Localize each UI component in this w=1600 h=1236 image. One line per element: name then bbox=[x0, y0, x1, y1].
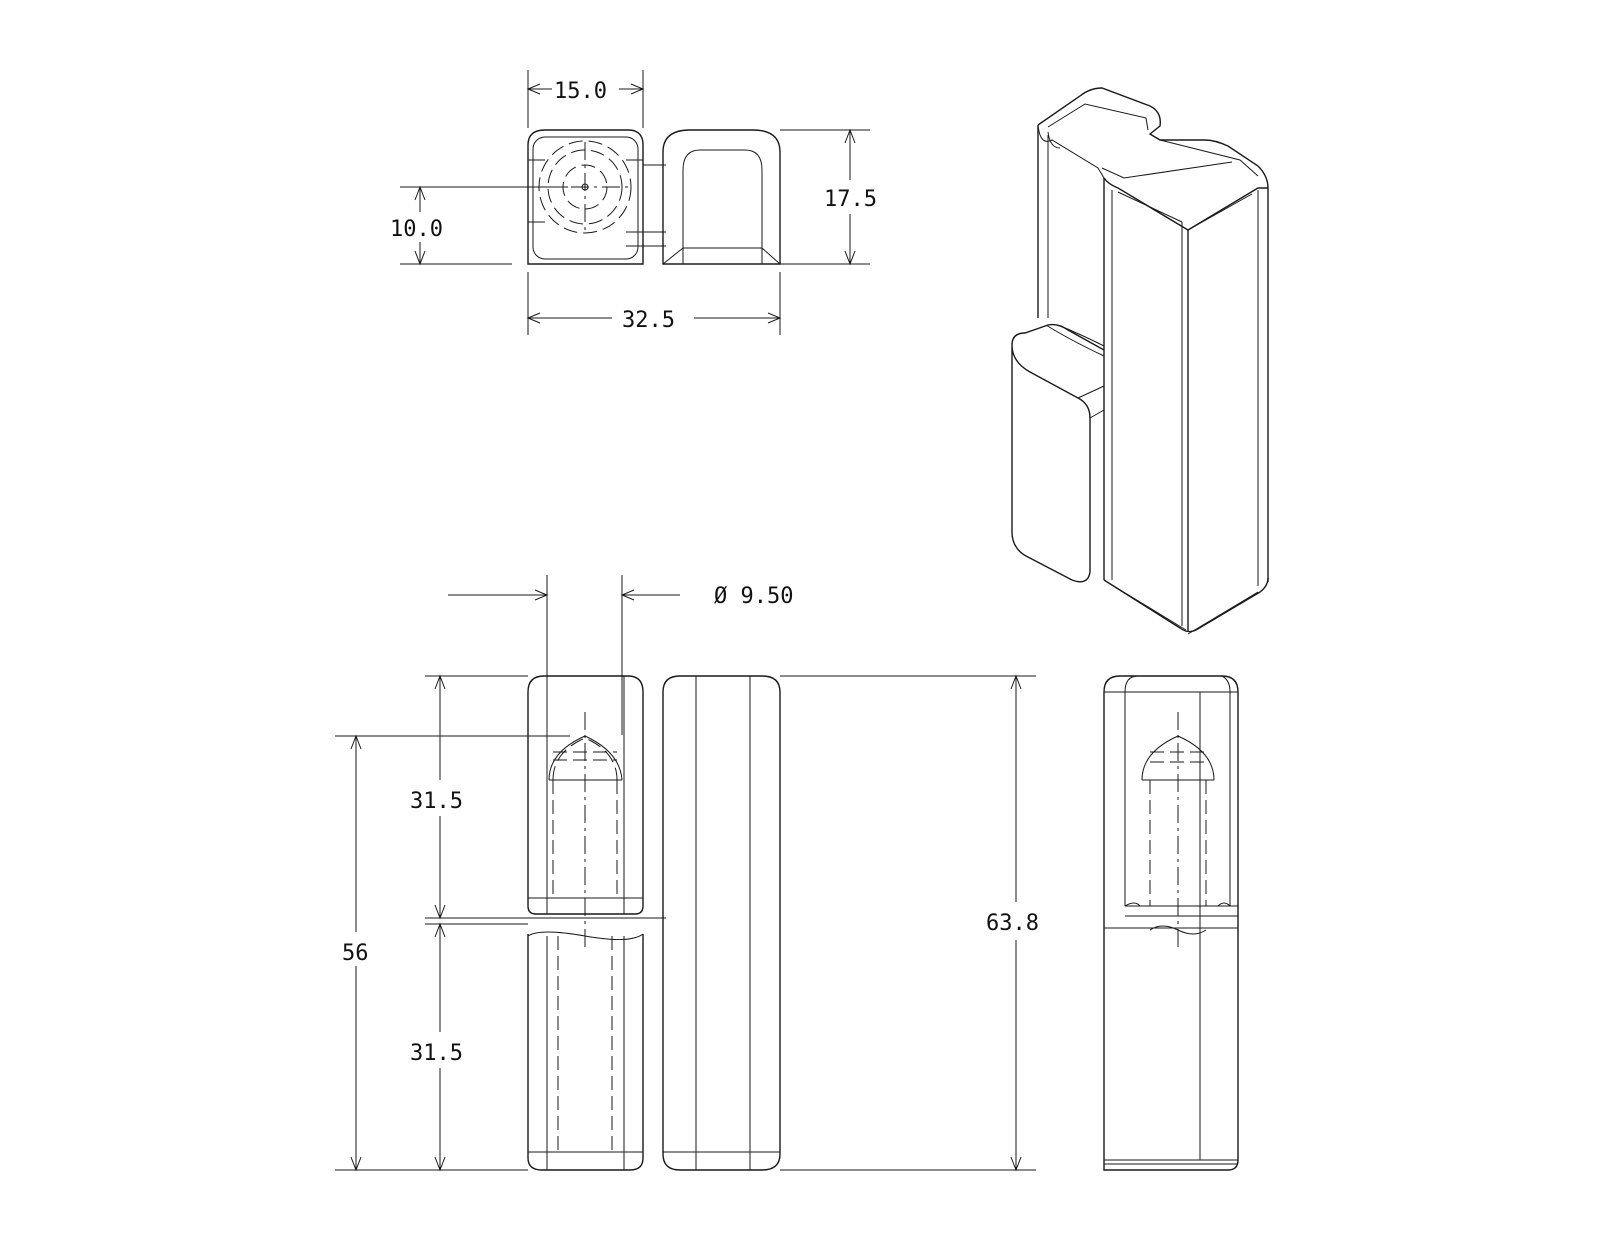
front-dimensions bbox=[335, 575, 1036, 1172]
dim-label-15: 15.0 bbox=[554, 79, 607, 104]
dim-label-32-5: 32.5 bbox=[622, 308, 675, 333]
dimension-labels: 15.0 17.5 10.0 32.5 Ø 9.50 31.5 31.5 56 … bbox=[336, 76, 1048, 1066]
dim-label-56: 56 bbox=[342, 941, 369, 966]
dim-label-63-8: 63.8 bbox=[986, 911, 1039, 936]
dim-label-17-5: 17.5 bbox=[824, 187, 877, 212]
top-view bbox=[527, 129, 781, 265]
dim-label-upper-31-5: 31.5 bbox=[410, 789, 463, 814]
dim-label-pin-diameter: Ø 9.50 bbox=[714, 584, 793, 609]
isometric-view bbox=[1011, 87, 1269, 635]
dim-label-lower-31-5: 31.5 bbox=[410, 1041, 463, 1066]
front-view bbox=[527, 675, 781, 1171]
dim-label-10: 10.0 bbox=[390, 217, 443, 242]
top-dimensions bbox=[400, 70, 870, 335]
side-view bbox=[1103, 675, 1239, 1171]
